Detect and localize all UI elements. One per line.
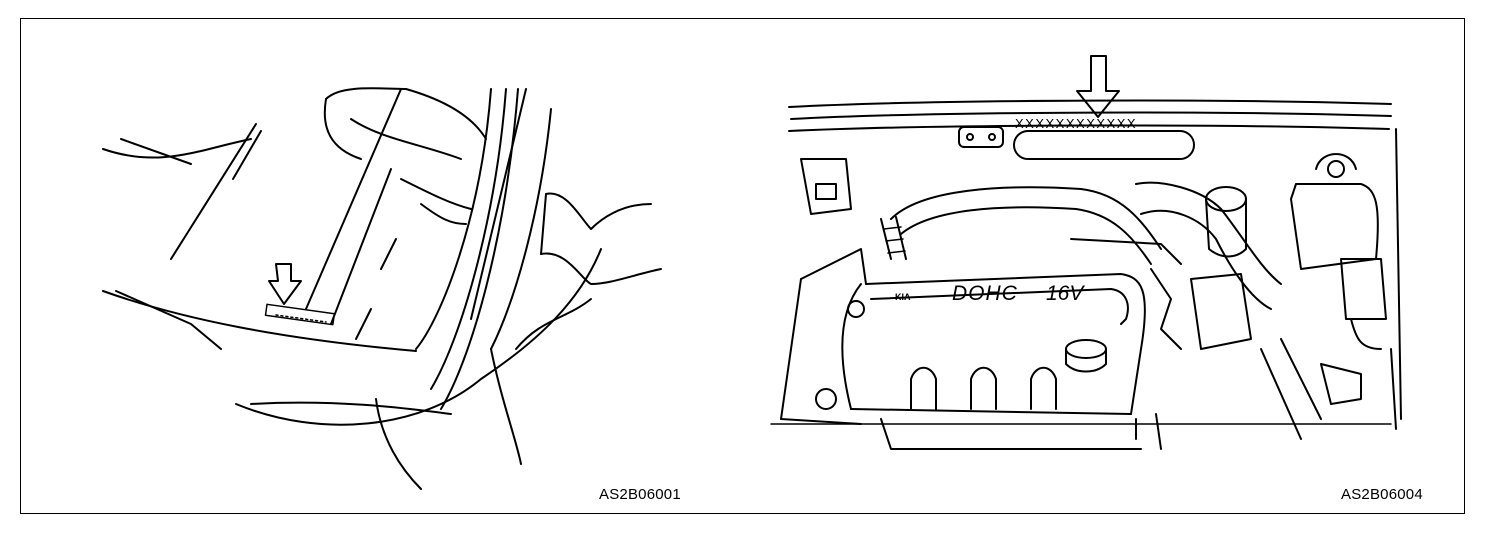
- figure-code-right: AS2B06004: [1341, 486, 1423, 503]
- engine-cover-dohc: DOHC: [952, 282, 1018, 305]
- windshield-illustration: [102, 87, 662, 490]
- engine-cover-16v: 16V: [1046, 282, 1084, 305]
- engine-bay-illustration: [770, 55, 1402, 450]
- diagram-frame: AS2B06001: [20, 18, 1465, 514]
- id-plate-text: XXXXXXXXXXXX: [1015, 116, 1138, 131]
- engine-bay-figure: AS2B06004: [741, 19, 1463, 515]
- kia-badge: KIA: [895, 292, 911, 302]
- figure-code-left: AS2B06001: [599, 486, 681, 503]
- windshield-vin-figure: AS2B06001: [21, 19, 741, 515]
